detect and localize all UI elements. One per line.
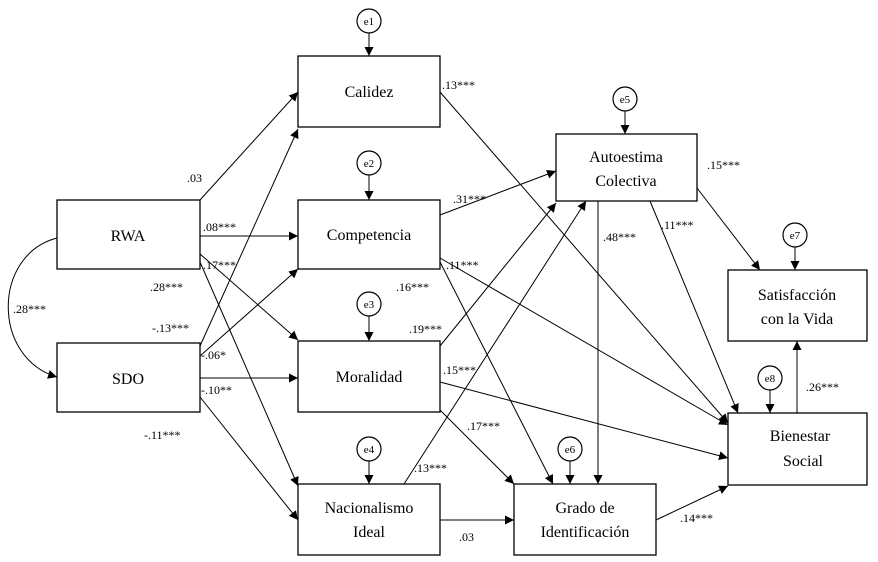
coef-sdo-calidez: -.13*** xyxy=(152,321,189,335)
node-moralidad-label: Moralidad xyxy=(336,369,403,386)
path-grado-bienestar xyxy=(655,485,729,521)
coef-moralidad-grado: .17*** xyxy=(467,419,500,433)
coefficient-labels: .03 .08*** .28*** .17*** -.13*** -.06* -… xyxy=(13,78,839,544)
path-rwa-nacionalismo xyxy=(199,261,299,487)
path-competencia-autoestima xyxy=(439,169,557,216)
error-e4-label: e4 xyxy=(364,444,375,456)
coef-calidez-bienestar: .13*** xyxy=(442,78,475,92)
coef-autoestima-bienestar: .11*** xyxy=(661,218,694,232)
node-competencia: Competencia xyxy=(297,199,441,270)
error-e8-label: e8 xyxy=(765,373,776,385)
error-e1: e1 xyxy=(356,8,382,34)
node-calidez-label: Calidez xyxy=(345,84,394,101)
path-rwa-calidez xyxy=(199,91,299,201)
node-bienestar-label-2: Social xyxy=(783,453,824,470)
coef-autoestima-satisfaccion: .15*** xyxy=(707,158,740,172)
path-competencia-bienestar xyxy=(439,257,729,426)
coef-sdo-competencia: -.06* xyxy=(201,348,226,362)
path-competencia-grado xyxy=(439,261,554,485)
path-autoestima-satisfaccion xyxy=(696,187,761,271)
error-e1-label: e1 xyxy=(364,16,374,28)
node-calidez: Calidez xyxy=(297,55,441,128)
coef-rwa-moralidad: .28*** xyxy=(150,280,183,294)
path-sdo-nacionalismo xyxy=(199,396,299,521)
coef-sdo-moralidad: -.10** xyxy=(201,383,232,397)
path-rwa-moralidad xyxy=(199,253,299,341)
path-nacionalismo-autoestima xyxy=(403,200,587,485)
node-sdo-label: SDO xyxy=(112,371,144,388)
path-calidez-bienestar xyxy=(439,91,729,424)
path-moralidad-bienestar xyxy=(439,381,729,461)
error-e7: e7 xyxy=(782,222,808,248)
node-autoestima-label-2: Colectiva xyxy=(595,173,656,190)
error-e5-label: e5 xyxy=(620,94,631,106)
error-e6: e6 xyxy=(557,436,583,462)
error-e4: e4 xyxy=(356,436,382,462)
node-rwa: RWA xyxy=(56,199,201,270)
error-e3-label: e3 xyxy=(364,299,375,311)
path-moralidad-grado xyxy=(439,409,515,485)
coef-rwa-competencia: .08*** xyxy=(203,220,236,234)
path-sdo-calidez xyxy=(199,128,299,347)
coef-nacionalismo-autoestima: .13*** xyxy=(414,461,447,475)
node-grado-label-2: Identificación xyxy=(541,524,630,541)
error-e2: e2 xyxy=(356,150,382,176)
node-satisfaccion: Satisfacción con la Vida xyxy=(727,269,868,342)
coef-autoestima-grado: .48*** xyxy=(603,230,636,244)
coef-rwa-sdo: .28*** xyxy=(13,302,46,316)
path-autoestima-bienestar xyxy=(649,200,739,414)
node-autoestima-label-1: Autoestima xyxy=(589,149,663,166)
coef-competencia-bienestar: .11*** xyxy=(446,258,479,272)
error-e2-label: e2 xyxy=(364,158,374,170)
node-satisfaccion-label-2: con la Vida xyxy=(761,311,834,328)
coef-rwa-calidez: .03 xyxy=(187,171,202,185)
node-sdo: SDO xyxy=(56,342,201,413)
error-e7-label: e7 xyxy=(790,230,801,242)
node-grado-label-1: Grado de xyxy=(555,500,614,517)
node-competencia-label: Competencia xyxy=(327,227,411,244)
error-e5: e5 xyxy=(612,86,638,112)
covariance-rwa-sdo xyxy=(7,231,67,379)
node-nacionalismo-label-1: Nacionalismo xyxy=(325,500,414,517)
error-e6-label: e6 xyxy=(565,444,576,456)
variable-boxes: RWA SDO Calidez Competencia Moralidad Na… xyxy=(56,55,868,556)
node-bienestar: Bienestar Social xyxy=(727,412,868,486)
node-rwa-label: RWA xyxy=(111,228,146,245)
paths xyxy=(7,33,802,525)
coef-bienestar-satisfaccion: .26*** xyxy=(806,380,839,394)
coef-sdo-nacionalismo: -.11*** xyxy=(144,428,181,442)
node-grado: Grado de Identificación xyxy=(513,483,657,556)
coef-rwa-nacionalismo: .17*** xyxy=(203,258,236,272)
coef-moralidad-bienestar: .15*** xyxy=(443,363,476,377)
node-satisfaccion-label-1: Satisfacción xyxy=(758,287,836,304)
node-nacionalismo-label-2: Ideal xyxy=(353,524,386,541)
error-terms: e1 e2 e3 e4 e5 e6 e7 e8 xyxy=(356,8,808,462)
coef-competencia-autoestima: .31*** xyxy=(453,192,486,206)
path-sdo-competencia xyxy=(199,268,299,357)
error-e3: e3 xyxy=(356,291,382,317)
node-moralidad: Moralidad xyxy=(297,340,441,413)
coef-nacionalismo-grado: .03 xyxy=(459,530,474,544)
coef-moralidad-autoestima: .19*** xyxy=(409,322,442,336)
error-e8: e8 xyxy=(757,365,783,391)
coef-grado-bienestar: .14*** xyxy=(680,511,713,525)
node-bienestar-label-1: Bienestar xyxy=(770,428,831,445)
path-moralidad-autoestima xyxy=(439,202,557,347)
coef-competencia-grado: .16*** xyxy=(396,280,429,294)
node-nacionalismo: Nacionalismo Ideal xyxy=(297,483,441,556)
node-autoestima: Autoestima Colectiva xyxy=(555,133,698,202)
